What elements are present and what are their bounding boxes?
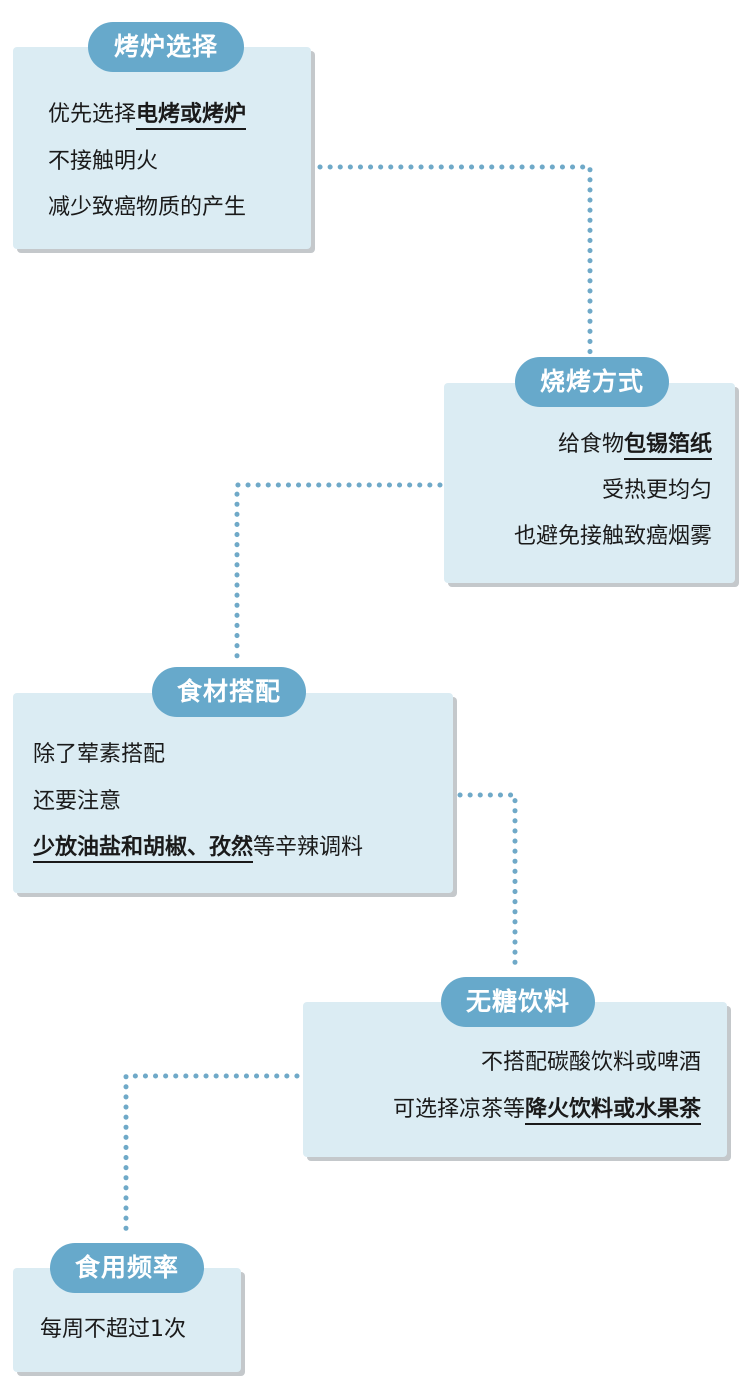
step-oven-line-2: 不接触明火 (48, 149, 159, 174)
step-oven-line-3: 减少致癌物质的产生 (48, 195, 247, 220)
step-card-ingredients (13, 693, 453, 893)
step-title-oven: 烤炉选择 (88, 22, 244, 72)
step-grilling-line-1: 给食物包锡箔纸 (558, 430, 712, 460)
highlight-text: 电烤或烤炉 (136, 102, 247, 130)
step-title-frequency: 食用频率 (50, 1243, 204, 1293)
step-title-drinks: 无糖饮料 (441, 977, 595, 1027)
connector-4-to-5 (123, 1073, 300, 1241)
highlight-text: 包锡箔纸 (623, 432, 712, 460)
highlight-text: 少放油盐和胡椒、孜然 (33, 835, 254, 863)
connector-3-to-4 (457, 792, 518, 973)
connector-1-to-2 (317, 164, 593, 355)
step-drinks-line-1: 不搭配碳酸饮料或啤酒 (480, 1050, 701, 1075)
step-ingredients-line-3: 少放油盐和胡椒、孜然等辛辣调料 (33, 833, 363, 863)
step-title-grilling: 烧烤方式 (515, 357, 669, 407)
step-title-ingredients: 食材搭配 (152, 667, 306, 717)
step-card-grilling (444, 383, 735, 583)
step-ingredients-line-1: 除了荤素搭配 (33, 742, 166, 767)
step-card-oven (13, 47, 311, 249)
step-oven-line-1: 优先选择电烤或烤炉 (48, 100, 247, 130)
highlight-text: 降火饮料或水果茶 (524, 1097, 701, 1125)
connector-2-to-3 (234, 482, 443, 663)
step-frequency-line-1: 每周不超过1次 (40, 1317, 186, 1342)
step-card-drinks (303, 1002, 727, 1157)
step-grilling-line-3: 也避免接触致癌烟雾 (513, 524, 712, 549)
step-grilling-line-2: 受热更均匀 (601, 478, 712, 503)
step-ingredients-line-2: 还要注意 (33, 789, 122, 814)
step-drinks-line-2: 可选择凉茶等降火饮料或水果茶 (393, 1095, 701, 1125)
